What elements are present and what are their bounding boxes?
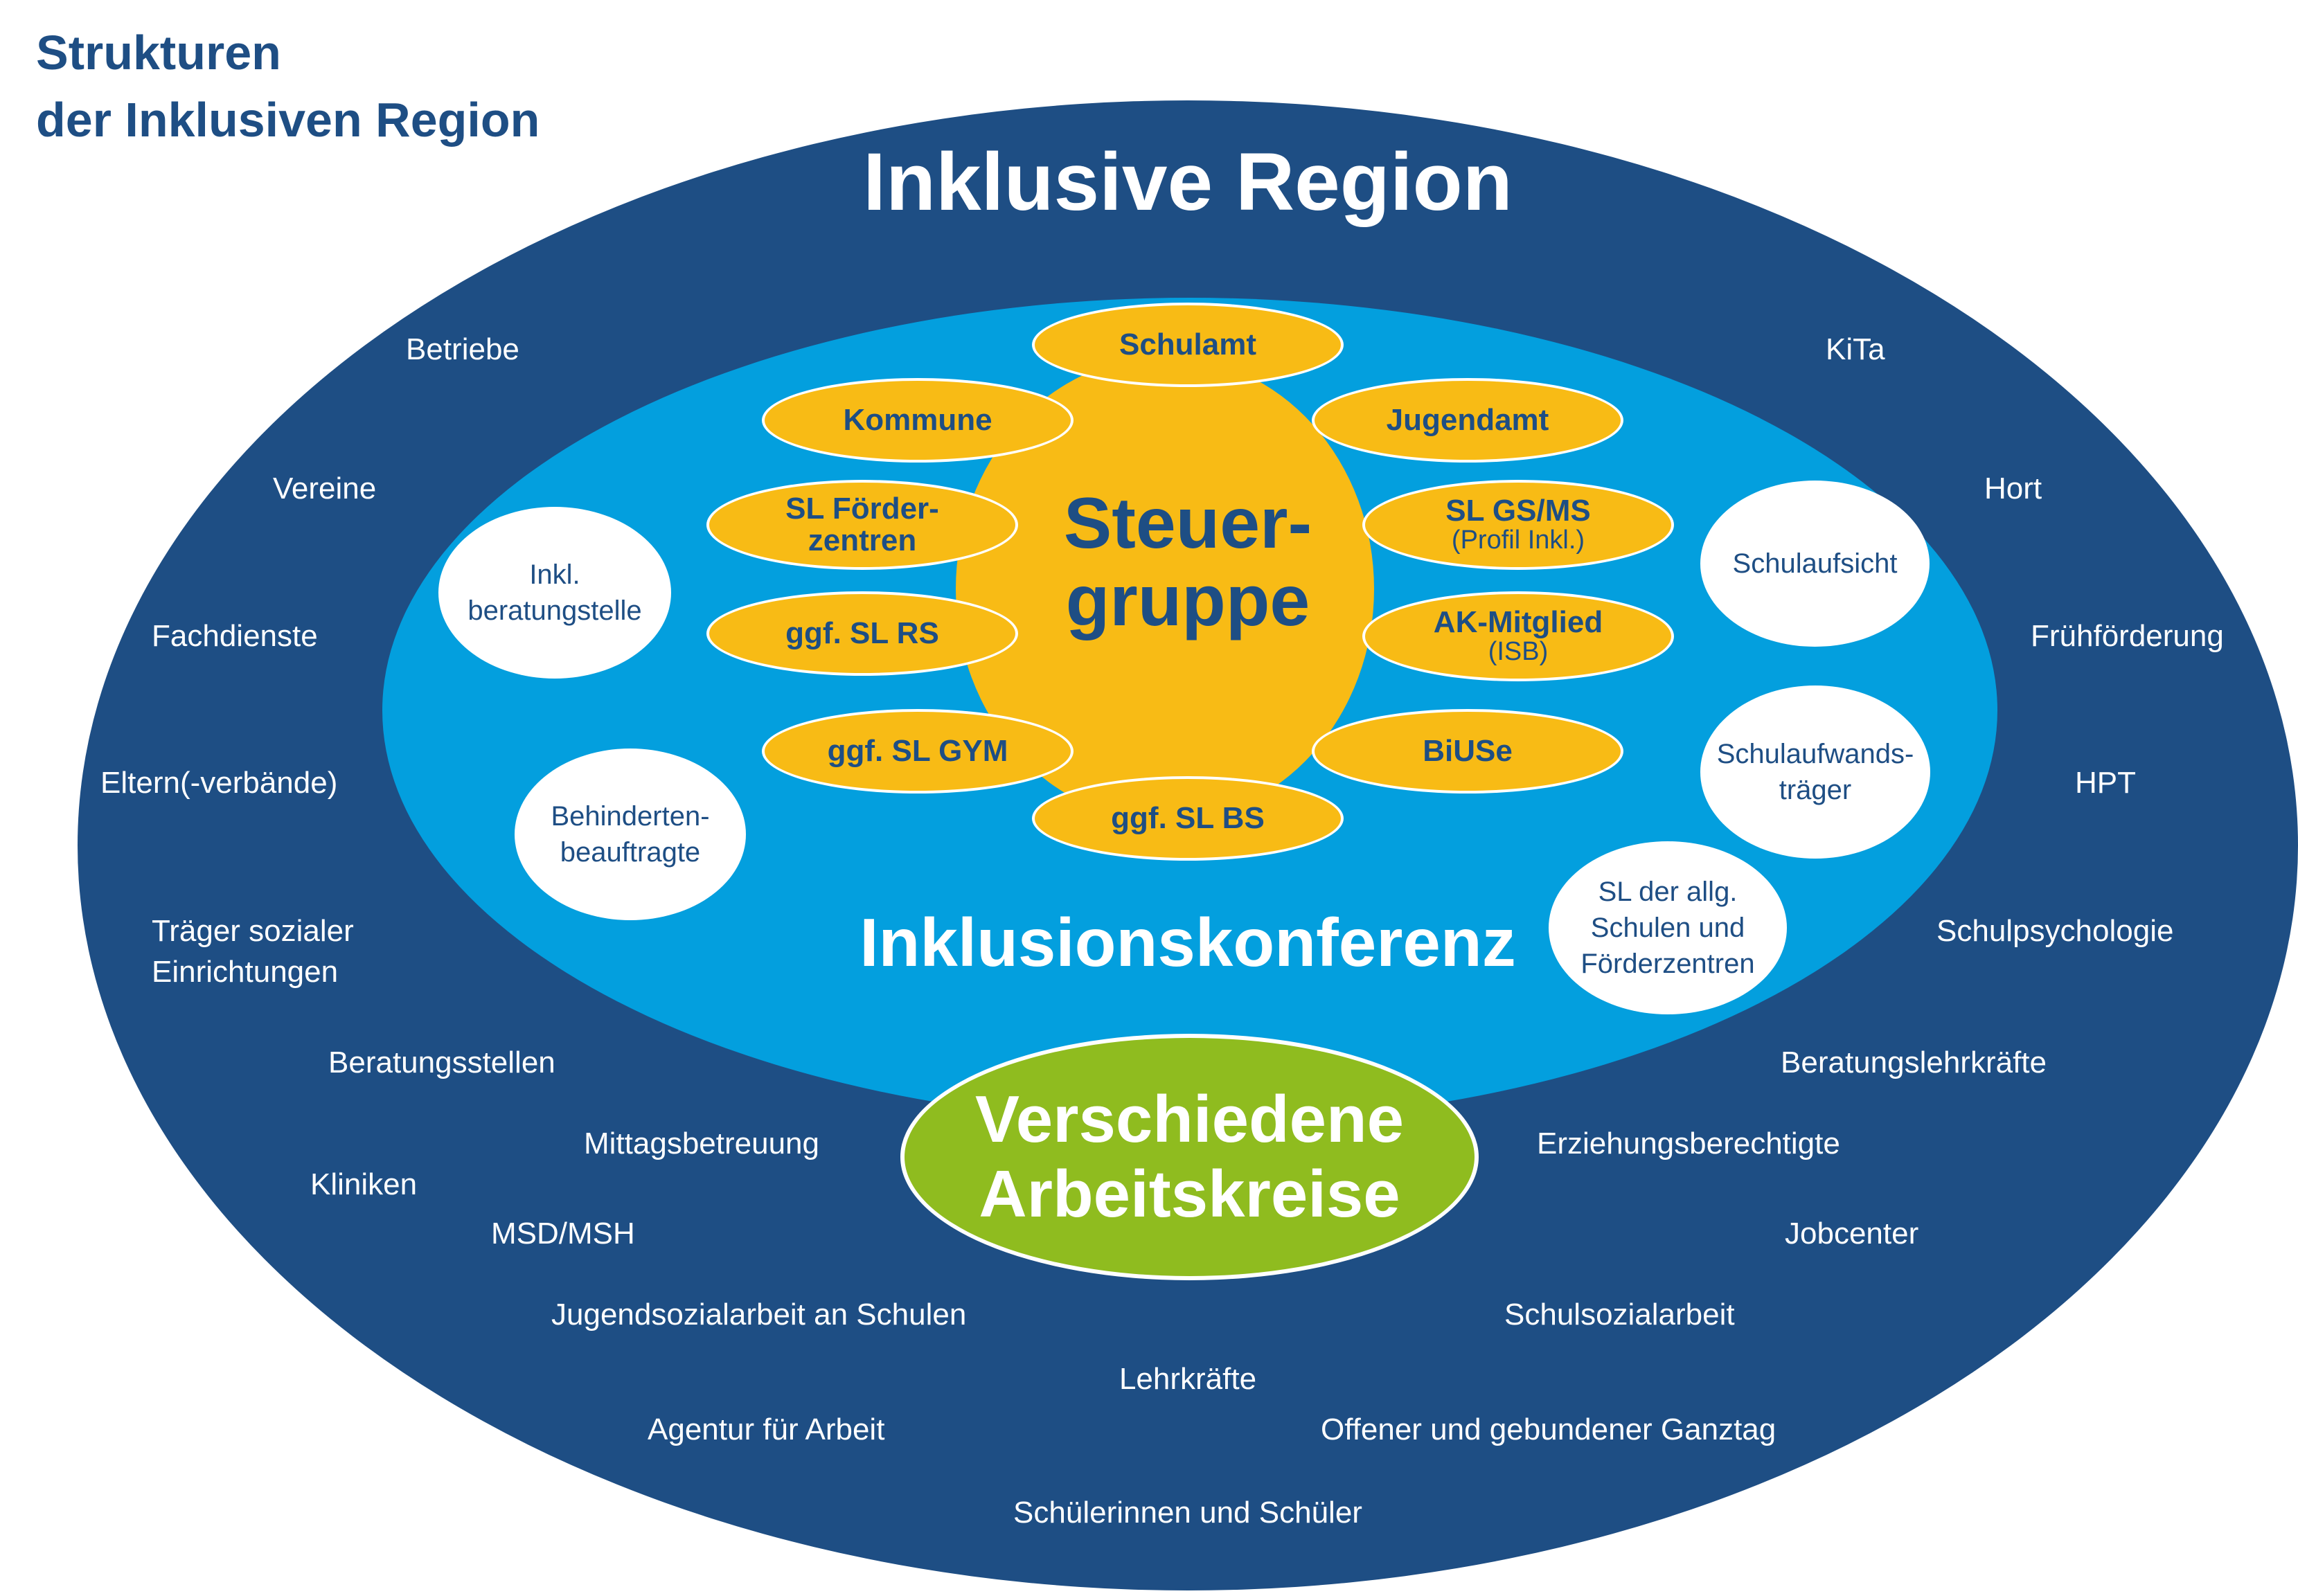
bubble-schulaufsicht: Schulaufsicht xyxy=(1700,481,1930,647)
outer-label: Beratungsstellen xyxy=(328,1046,555,1079)
member-label: Schulamt xyxy=(1119,327,1257,361)
outer-label: Frühförderung xyxy=(2031,619,2224,653)
outer-label: Hort xyxy=(1984,472,2042,505)
member-jugendamt: Jugendamt xyxy=(1312,378,1623,463)
outer-label: MSD/MSH xyxy=(491,1217,635,1250)
outer-label: Vereine xyxy=(273,472,377,505)
member-sl-rs: ggf. SL RS xyxy=(706,591,1018,676)
outer-label: HPT xyxy=(2075,766,2136,800)
member-sl-gym: ggf. SL GYM xyxy=(762,709,1074,793)
outer-label: Beratungslehrkräfte xyxy=(1781,1046,2047,1079)
outer-label: Erziehungsberechtigte xyxy=(1537,1127,1840,1160)
outer-label: Jugendsozialarbeit an Schulen xyxy=(551,1298,967,1332)
outer-label: Fachdienste xyxy=(152,619,318,653)
bubble-inkl-beratungstelle: Inkl. beratungstelle xyxy=(438,507,671,679)
member-label: Jugendamt xyxy=(1386,402,1549,437)
outer-label: Lehrkräfte xyxy=(1119,1362,1257,1396)
member-ak-mitglied: AK-Mitglied(ISB) xyxy=(1362,591,1674,681)
member-label: SL Förder- zentren xyxy=(785,491,939,557)
outer-label: Kliniken xyxy=(310,1167,418,1201)
outer-label: Träger sozialer Einrichtungen xyxy=(152,914,354,989)
page-title: Strukturen der Inklusiven Region xyxy=(36,26,540,147)
outer-label: KiTa xyxy=(1826,332,1885,366)
member-label: BiUSe xyxy=(1423,733,1513,768)
member-label: ggf. SL BS xyxy=(1111,800,1265,835)
outer-label: Betriebe xyxy=(406,332,519,366)
member-sublabel: (ISB) xyxy=(1488,637,1549,667)
member-label: ggf. SL RS xyxy=(785,616,939,650)
outer-label: Offener und gebundener Ganztag xyxy=(1321,1413,1776,1446)
bubble-schulaufwandstraeger: Schulaufwands- träger xyxy=(1700,685,1930,859)
outer-label: Mittagsbetreuung xyxy=(584,1127,819,1160)
outer-label: Agentur für Arbeit xyxy=(648,1413,885,1446)
member-sl-gs-ms: SL GS/MS(Profil Inkl.) xyxy=(1362,480,1674,570)
member-label: SL GS/MS xyxy=(1445,493,1591,528)
member-schulamt: Schulamt xyxy=(1032,303,1344,387)
konferenz-title: Inklusionskonferenz xyxy=(859,904,1516,980)
member-sl-bs: ggf. SL BS xyxy=(1032,776,1344,861)
arbeitskreise-bubble: Verschiedene Arbeitskreise xyxy=(900,1034,1479,1280)
region-title: Inklusive Region xyxy=(863,136,1513,228)
member-label: AK-Mitglied xyxy=(1433,604,1603,639)
member-kommune: Kommune xyxy=(762,378,1074,463)
steuergruppe-title: Steuer- gruppe xyxy=(1063,483,1312,642)
member-biuse: BiUSe xyxy=(1312,709,1623,793)
outer-label: Schulpsychologie xyxy=(1936,914,2174,948)
member-label: Kommune xyxy=(843,402,992,437)
member-sublabel: (Profil Inkl.) xyxy=(1451,526,1585,555)
outer-label: Schulsozialarbeit xyxy=(1504,1298,1735,1332)
bubble-sl-allg-schulen: SL der allg. Schulen und Förderzentren xyxy=(1549,841,1787,1014)
member-label: ggf. SL GYM xyxy=(827,733,1008,768)
member-sl-foerderzentren: SL Förder- zentren xyxy=(706,480,1018,570)
bubble-behindertenbeauftragte: Behinderten- beauftragte xyxy=(515,748,746,920)
outer-label: Eltern(-verbände) xyxy=(100,766,338,800)
outer-label: Jobcenter xyxy=(1785,1217,1919,1250)
outer-label: Schülerinnen und Schüler xyxy=(1013,1496,1362,1530)
